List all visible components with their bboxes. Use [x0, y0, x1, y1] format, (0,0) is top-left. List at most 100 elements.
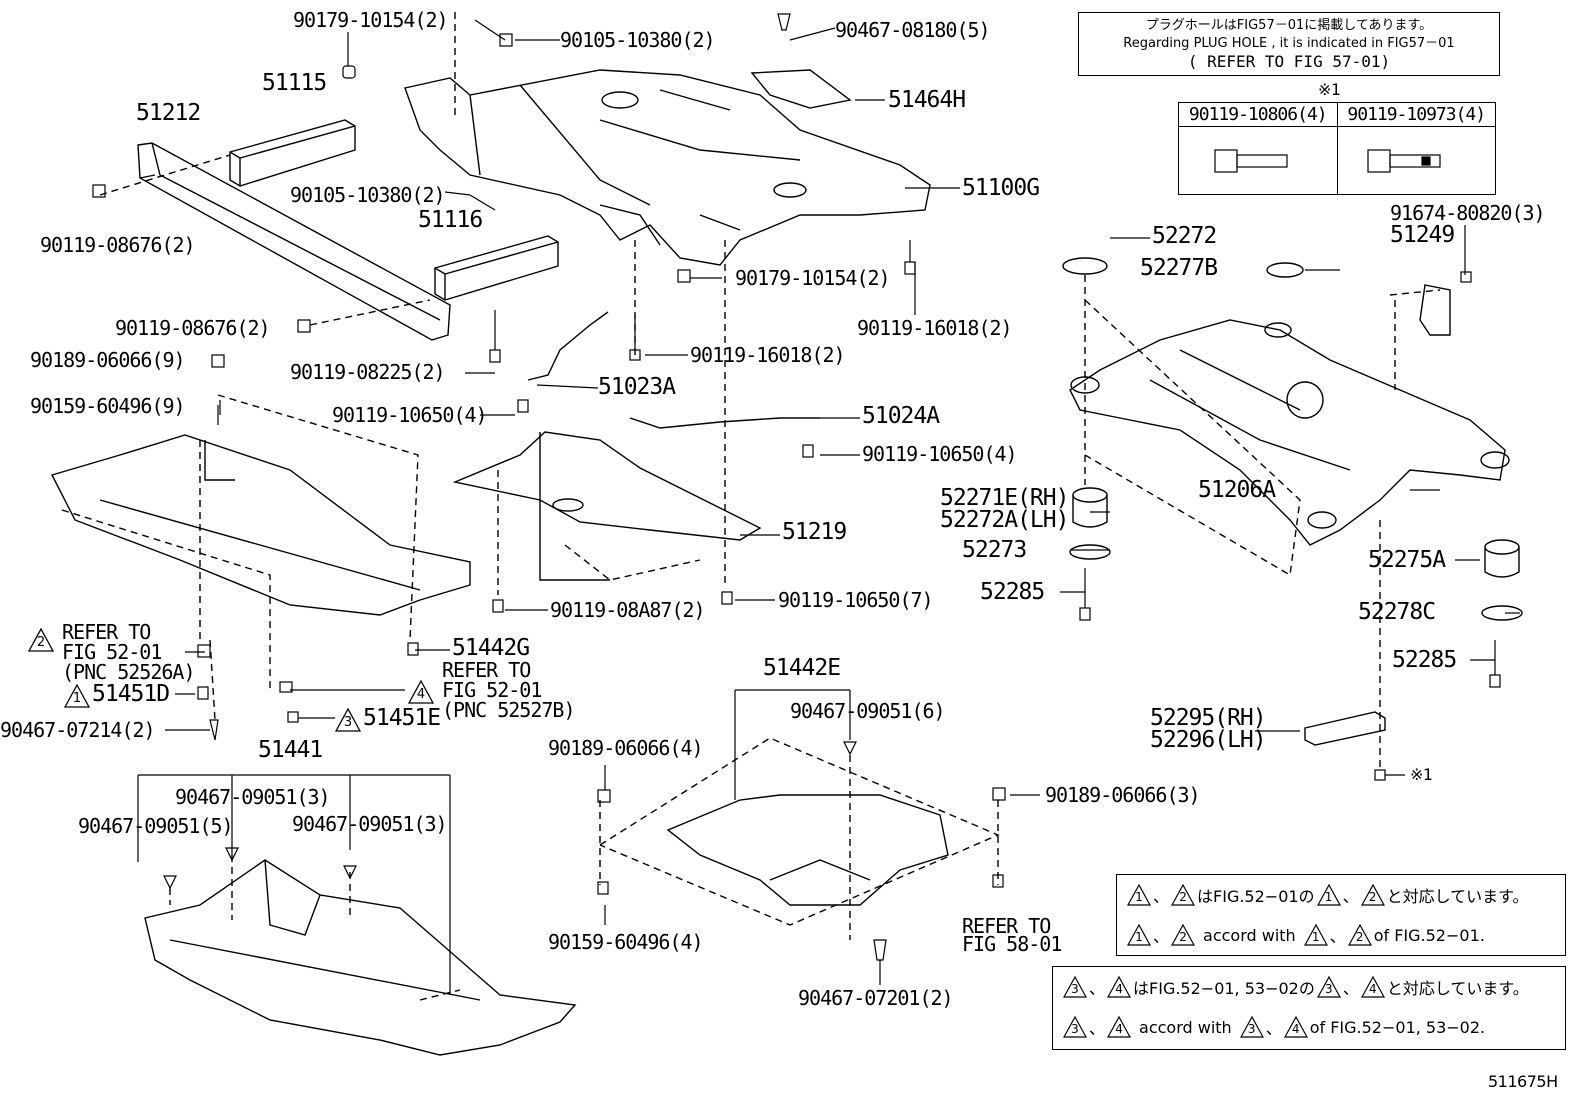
label-51100G[interactable]: 51100G: [962, 175, 1040, 201]
label-90467-07214[interactable]: 90467-07214(2): [0, 718, 156, 742]
label-91674-80820[interactable]: 91674-80820(3): [1390, 201, 1546, 225]
label-90189-06066-3[interactable]: 90189-06066(3): [1045, 783, 1201, 807]
bumper-reinforcement-51212: [137, 142, 451, 341]
label-90467-09051-3a[interactable]: 90467-09051(3): [175, 785, 331, 809]
label-90467-07201[interactable]: 90467-07201(2): [798, 986, 954, 1010]
legend-triangle-a: 1: [1127, 884, 1151, 906]
label-90119-08225[interactable]: 90119-08225(2): [290, 360, 446, 384]
label-52277B[interactable]: 52277B: [1140, 255, 1218, 281]
label-51249[interactable]: 51249: [1390, 222, 1455, 248]
cushion-parts: [1062, 257, 1523, 621]
bolt-variant-table: 90119-10806(4) 90119-10973(4): [1178, 102, 1496, 195]
rear-crossmember-51206A: [1069, 319, 1510, 546]
legend-1-jp-row: 1 、 2 はFIG.52−01の 1 、 2 と対応しています。: [1117, 875, 1565, 915]
legend-triangle-1-2: 1 、 2 はFIG.52−01の 1 、 2 と対応しています。 1 、 2 …: [1116, 874, 1566, 956]
refer-fig52-line3: (PNC 52526A): [62, 660, 195, 684]
label-51206A[interactable]: 51206A: [1198, 477, 1276, 503]
label-51451E[interactable]: 51451E: [363, 705, 441, 731]
label-51451D[interactable]: 51451D: [92, 681, 170, 707]
label-52272[interactable]: 52272: [1152, 223, 1217, 249]
cover-51442G: [50, 434, 471, 616]
label-51464H[interactable]: 51464H: [888, 87, 966, 113]
label-90159-60496-4[interactable]: 90159-60496(4): [548, 930, 704, 954]
label-52278C[interactable]: 52278C: [1358, 599, 1436, 625]
label-90467-09051-5[interactable]: 90467-09051(5): [78, 814, 234, 838]
label-52272A[interactable]: 52272A(LH): [940, 507, 1069, 533]
label-90467-09051-6[interactable]: 90467-09051(6): [790, 699, 946, 723]
harness-51023A: [527, 311, 609, 381]
label-52296[interactable]: 52296(LH): [1150, 727, 1267, 753]
label-90119-08A87[interactable]: 90119-08A87(2): [550, 598, 706, 622]
table-col1-header: 90119-10806(4): [1178, 102, 1338, 127]
label-90189-06066-9[interactable]: 90189-06066(9): [30, 348, 186, 372]
dashed-assembly-lines: [61, 12, 1441, 1001]
label-90119-10650-4a[interactable]: 90119-10650(4): [332, 403, 488, 427]
cover-51442E: [666, 794, 949, 906]
triangle-mark-2: 2: [28, 628, 54, 652]
legend-triangle-b2: 2: [1360, 884, 1385, 906]
label-51442G[interactable]: 51442G: [452, 635, 530, 661]
refer-fig58-line1: REFER TO: [962, 914, 1051, 938]
note-line-refer: ( REFER TO FIG 57-01): [1187, 52, 1391, 71]
refer-fig52-line1: REFER TO: [62, 620, 151, 644]
label-90189-06066-4[interactable]: 90189-06066(4): [548, 736, 704, 760]
legend-1-en-row: 1 、 2 accord with 1 、 2 of FIG.52−01.: [1117, 915, 1565, 955]
label-51442E[interactable]: 51442E: [763, 655, 841, 681]
label-51023A[interactable]: 51023A: [598, 374, 676, 400]
triangle-mark-4: 4: [408, 680, 434, 704]
label-90105-10380-mid[interactable]: 90105-10380(2): [290, 183, 446, 207]
label-90105-10380-top[interactable]: 90105-10380(2): [560, 28, 716, 52]
label-90119-16018-right[interactable]: 90119-16018(2): [857, 316, 1013, 340]
legend-triangle-b: 2: [1171, 884, 1196, 906]
label-90159-60496-9[interactable]: 90159-60496(9): [30, 394, 186, 418]
label-51219[interactable]: 51219: [782, 519, 847, 545]
absorber-51116: [434, 235, 559, 301]
label-52273[interactable]: 52273: [962, 537, 1027, 563]
leader-lines: [137, 27, 1520, 995]
refer-fig58-line2: FIG 58-01: [962, 932, 1062, 956]
label-90179-10154-mid[interactable]: 90179-10154(2): [735, 266, 891, 290]
table-col1-image: [1178, 126, 1338, 195]
label-52271E[interactable]: 52271E(RH): [940, 485, 1069, 511]
refer-fig52b-line1: REFER TO: [442, 658, 531, 682]
refer-fig52-line2: FIG 52-01: [62, 640, 162, 664]
label-51441[interactable]: 51441: [258, 737, 323, 763]
legend-2-en-row: 3 、 4 accord with 3 、 4 of FIG.52−01, 53…: [1053, 1007, 1565, 1047]
label-52295[interactable]: 52295(RH): [1150, 705, 1267, 731]
cover-51219: [452, 431, 762, 581]
mark-1-label: ※1: [1410, 765, 1433, 784]
label-51212[interactable]: 51212: [136, 100, 201, 126]
triangle-mark-3: 3: [335, 708, 361, 732]
bracket-51249: [1419, 284, 1451, 336]
absorber-51115: [229, 119, 356, 187]
cover-51441: [144, 859, 577, 1056]
label-90119-08676-a[interactable]: 90119-08676(2): [40, 233, 196, 257]
figure-id: 511675H: [1488, 1072, 1558, 1091]
note-line-en: Regarding PLUG HOLE , it is indicated in…: [1123, 36, 1455, 51]
label-90119-10650-4b[interactable]: 90119-10650(4): [862, 442, 1018, 466]
label-90119-16018-center[interactable]: 90119-16018(2): [690, 343, 846, 367]
label-90467-08180[interactable]: 90467-08180(5): [835, 18, 991, 42]
label-52285-b[interactable]: 52285: [1392, 647, 1457, 673]
legend-triangle-a2: 1: [1316, 884, 1341, 906]
label-51115[interactable]: 51115: [262, 70, 327, 96]
note-line-jp: プラグホールはFIG57－01に掲載してあります。: [1145, 18, 1433, 33]
stay-52295: [1304, 711, 1386, 746]
label-51116[interactable]: 51116: [418, 207, 483, 233]
label-90119-10650-7[interactable]: 90119-10650(7): [778, 588, 934, 612]
fastener-parts: [92, 13, 1501, 961]
label-90179-10154-top[interactable]: 90179-10154(2): [293, 8, 449, 32]
table-col2-header: 90119-10973(4): [1336, 102, 1496, 127]
label-90467-09051-3b[interactable]: 90467-09051(3): [292, 812, 448, 836]
triangle-mark-1: 1: [64, 684, 90, 708]
label-90119-08676-b[interactable]: 90119-08676(2): [115, 316, 271, 340]
front-crossmember-51100G: [404, 69, 931, 266]
label-51024A[interactable]: 51024A: [862, 403, 940, 429]
harness-51024A: [629, 417, 820, 429]
label-52285-a[interactable]: 52285: [980, 579, 1045, 605]
label-52275A[interactable]: 52275A: [1368, 547, 1446, 573]
table-mark: ※1: [1318, 80, 1341, 99]
refer-fig52b-line3: (PNC 52527B): [442, 698, 575, 722]
table-col2-image: [1336, 126, 1496, 195]
